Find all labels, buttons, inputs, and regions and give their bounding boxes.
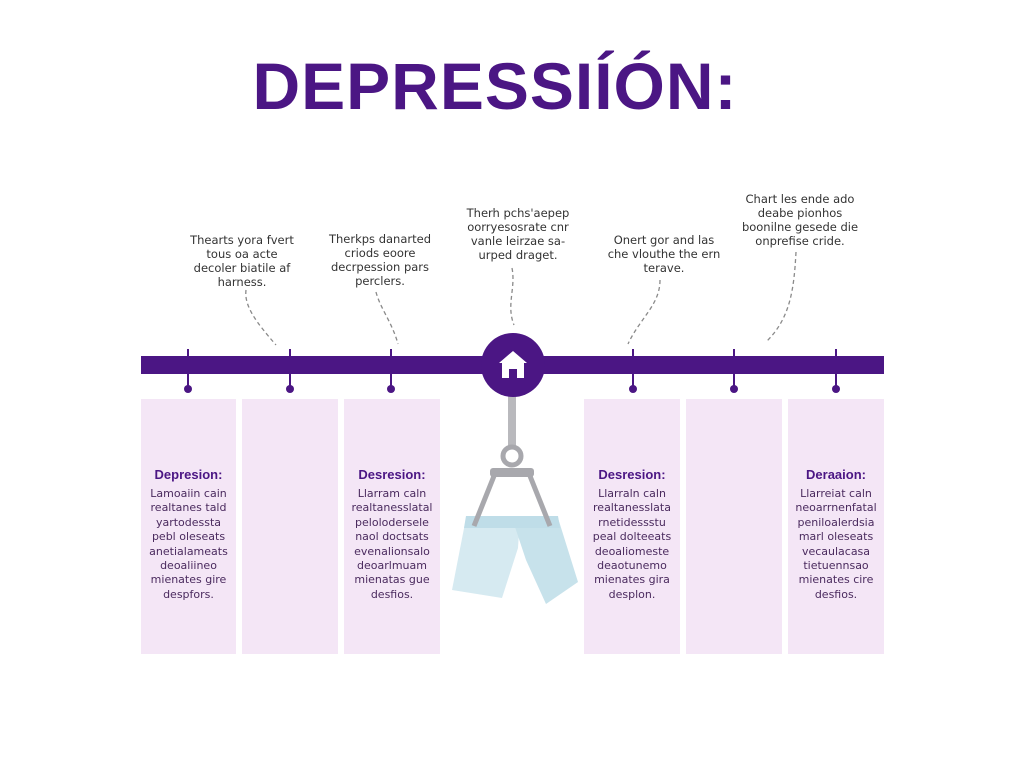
panel-text: Lamoaiin cain realtanes tald yartodessta… [149, 487, 228, 601]
timeline-tick-dot [730, 385, 738, 393]
annotation-5: Chart les ende ado deabe pionhos booniln… [741, 192, 859, 248]
hanger-strap-left [471, 475, 497, 527]
panel-text: Llarreiat caln neoarrnenfatal peniloaler… [795, 487, 877, 601]
connector-5 [766, 251, 797, 342]
timeline-tick [835, 349, 837, 389]
panel-text: Llarram caln realtanesslatal peloloderse… [351, 487, 433, 601]
annotation-1: Thearts yora fvert tous oa acte decoler … [190, 233, 294, 289]
panel-title: Depresion: [154, 467, 223, 482]
timeline-tick-dot [184, 385, 192, 393]
timeline-tick [187, 349, 189, 389]
timeline-tick-dot [286, 385, 294, 393]
page-title: DEPRESSIÍÓN: [252, 49, 738, 123]
home-icon [499, 351, 527, 378]
annotation-3: Therh pchs'aepep oorryesosrate cnr vanle… [466, 206, 570, 262]
hanger-strap-right [527, 475, 553, 527]
panel-title: Desresion: [358, 467, 426, 482]
hanger-ring [500, 444, 524, 468]
panel-5 [686, 399, 782, 654]
timeline-tick-dot [629, 385, 637, 393]
panel-title: Deraaion: [806, 467, 866, 482]
garment-right-leg [512, 518, 578, 604]
timeline-hub [481, 333, 545, 397]
connector-1 [245, 289, 277, 346]
garment-left-leg [452, 518, 520, 598]
panel-1: Depresion: Lamoaiin cain realtanes tald … [141, 399, 236, 654]
connector-2 [375, 291, 399, 345]
annotation-4: Onert gor and las che vlouthe the ern te… [607, 233, 721, 275]
panel-text: Llarraln caln realtanesslata rnetidessst… [592, 487, 672, 601]
panel-3: Desresion: Llarram caln realtanesslatal … [344, 399, 440, 654]
timeline-tick [632, 349, 634, 389]
annotation-2: Therkps danarted criods eoore decrpessio… [328, 232, 432, 288]
timeline-tick [733, 349, 735, 389]
timeline-tick-dot [387, 385, 395, 393]
garment-waistband [464, 516, 560, 528]
timeline-tick [289, 349, 291, 389]
connector-3 [510, 267, 515, 326]
hanger-crossbar [490, 468, 534, 477]
timeline-tick [390, 349, 392, 389]
panel-title: Desresion: [598, 467, 666, 482]
panel-6: Deraaion: Llarreiat caln neoarrnenfatal … [788, 399, 884, 654]
timeline-tick-dot [832, 385, 840, 393]
connector-4 [627, 279, 661, 345]
panel-2 [242, 399, 338, 654]
panel-4: Desresion: Llarraln caln realtanesslata … [584, 399, 680, 654]
hanger-rod [508, 395, 516, 447]
